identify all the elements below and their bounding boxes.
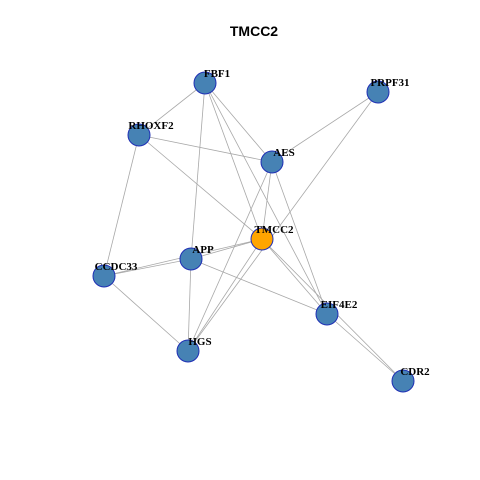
edge-rhoxf2-tmcc2 (138, 134, 263, 240)
edge-aes-hgs (187, 161, 273, 352)
node-label-eif4e2: EIF4E2 (321, 299, 358, 311)
edge-fbf1-tmcc2 (204, 82, 263, 240)
edge-tmcc2-eif4e2 (261, 238, 328, 315)
edge-eif4e2-cdr2 (326, 313, 404, 382)
edge-tmcc2-hgs (187, 238, 263, 352)
edge-tmcc2-app (190, 238, 263, 260)
edge-app-hgs (187, 258, 192, 352)
node-app[interactable] (179, 247, 203, 271)
node-hgs[interactable] (176, 339, 200, 363)
edge-app-ccdc33 (103, 258, 192, 277)
node-cdr2[interactable] (391, 369, 415, 393)
edge-rhoxf2-ccdc33 (103, 134, 140, 277)
node-rhoxf2[interactable] (127, 123, 151, 147)
edge-fbf1-eif4e2 (204, 82, 328, 315)
node-eif4e2[interactable] (315, 302, 339, 326)
node-tmcc2[interactable] (250, 227, 274, 251)
edge-rhoxf2-aes (138, 134, 273, 163)
edge-prpf31-aes (271, 91, 379, 163)
node-fbf1[interactable] (193, 71, 217, 95)
node-prpf31[interactable] (366, 80, 390, 104)
node-label-hgs: HGS (188, 336, 211, 348)
node-label-ccdc33: CCDC33 (95, 261, 138, 273)
edge-fbf1-rhoxf2 (138, 82, 206, 136)
node-label-rhoxf2: RHOXF2 (128, 120, 174, 132)
edge-ccdc33-hgs (103, 275, 189, 352)
node-layer (92, 71, 415, 393)
graph-title: TMCC2 (230, 23, 278, 39)
edge-fbf1-aes (204, 82, 273, 163)
node-label-aes: AES (273, 147, 294, 159)
node-label-tmcc2: TMCC2 (254, 224, 294, 236)
node-label-fbf1: FBF1 (204, 68, 230, 80)
edge-app-eif4e2 (190, 258, 328, 315)
node-label-cdr2: CDR2 (400, 366, 430, 378)
edge-aes-tmcc2 (261, 161, 273, 240)
node-label-prpf31: PRPF31 (370, 77, 409, 89)
node-ccdc33[interactable] (92, 264, 116, 288)
edge-prpf31-hgs (187, 91, 379, 352)
edge-aes-eif4e2 (271, 161, 328, 315)
edge-fbf1-app (190, 82, 206, 260)
node-label-app: APP (192, 244, 214, 256)
node-aes[interactable] (260, 150, 284, 174)
